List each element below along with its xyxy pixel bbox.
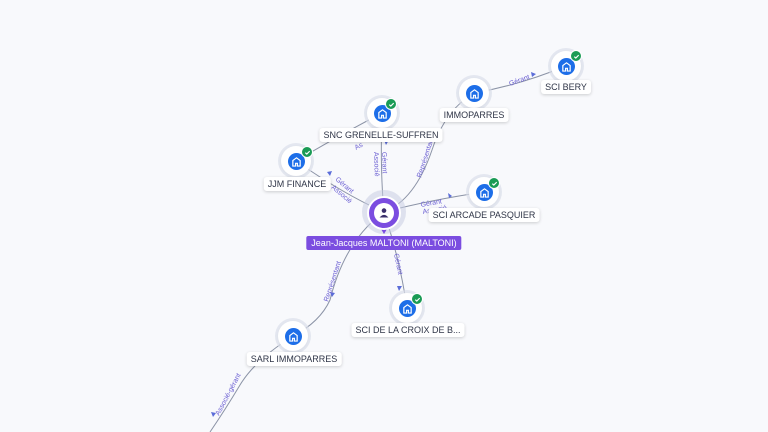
edge-sarl-offscreen bbox=[209, 335, 294, 432]
verified-check-icon bbox=[385, 98, 397, 110]
edge-label-gerant: Gérant bbox=[508, 74, 531, 88]
building-icon bbox=[557, 57, 575, 75]
person-inner bbox=[374, 203, 394, 223]
company-label[interactable]: SNC GRENELLE-SUFFREN bbox=[319, 128, 443, 142]
edge-label-representant: Représentant bbox=[323, 260, 343, 302]
verified-check-icon bbox=[570, 50, 582, 62]
arrow-marker bbox=[327, 171, 332, 176]
arrow-marker bbox=[448, 193, 452, 198]
edge-label-as: As bbox=[354, 142, 365, 152]
person-pin[interactable] bbox=[367, 196, 401, 230]
building-icon bbox=[475, 183, 493, 201]
edge-label-gerant: Gérant bbox=[392, 253, 403, 275]
arrow-marker bbox=[211, 412, 216, 417]
company-circle[interactable] bbox=[278, 321, 308, 351]
edge-label-associe-gerant: Associé-gérant bbox=[215, 372, 243, 417]
company-label[interactable]: SCI ARCADE PASQUIER bbox=[428, 208, 540, 222]
edge-label-representant: Représentant bbox=[416, 136, 436, 178]
company-label[interactable]: SCI DE LA CROIX DE B... bbox=[351, 323, 465, 337]
arrow-marker bbox=[397, 286, 402, 291]
building-icon bbox=[373, 104, 391, 122]
arrow-marker bbox=[330, 292, 335, 297]
person-name-label[interactable]: Jean-Jacques MALTONI (MALTONI) bbox=[306, 236, 462, 250]
verified-check-icon bbox=[488, 177, 500, 189]
company-label[interactable]: JJM FINANCE bbox=[263, 177, 331, 191]
building-icon bbox=[465, 84, 483, 102]
user-icon bbox=[379, 208, 389, 218]
building-icon bbox=[287, 152, 305, 170]
company-circle[interactable] bbox=[459, 78, 489, 108]
arrow-marker bbox=[531, 72, 536, 77]
edge-label-associe: Associé bbox=[372, 152, 380, 177]
edge-label-gerant: Gérant bbox=[420, 198, 442, 209]
building-icon bbox=[398, 299, 416, 317]
verified-check-icon bbox=[411, 293, 423, 305]
company-label[interactable]: IMMOPARRES bbox=[439, 108, 509, 122]
verified-check-icon bbox=[301, 146, 313, 158]
company-label[interactable]: SCI BERY bbox=[541, 80, 591, 94]
company-label[interactable]: SARL IMMOPARRES bbox=[246, 352, 342, 366]
building-icon bbox=[284, 327, 302, 345]
edge-label-gerant: Gérant bbox=[380, 152, 388, 174]
